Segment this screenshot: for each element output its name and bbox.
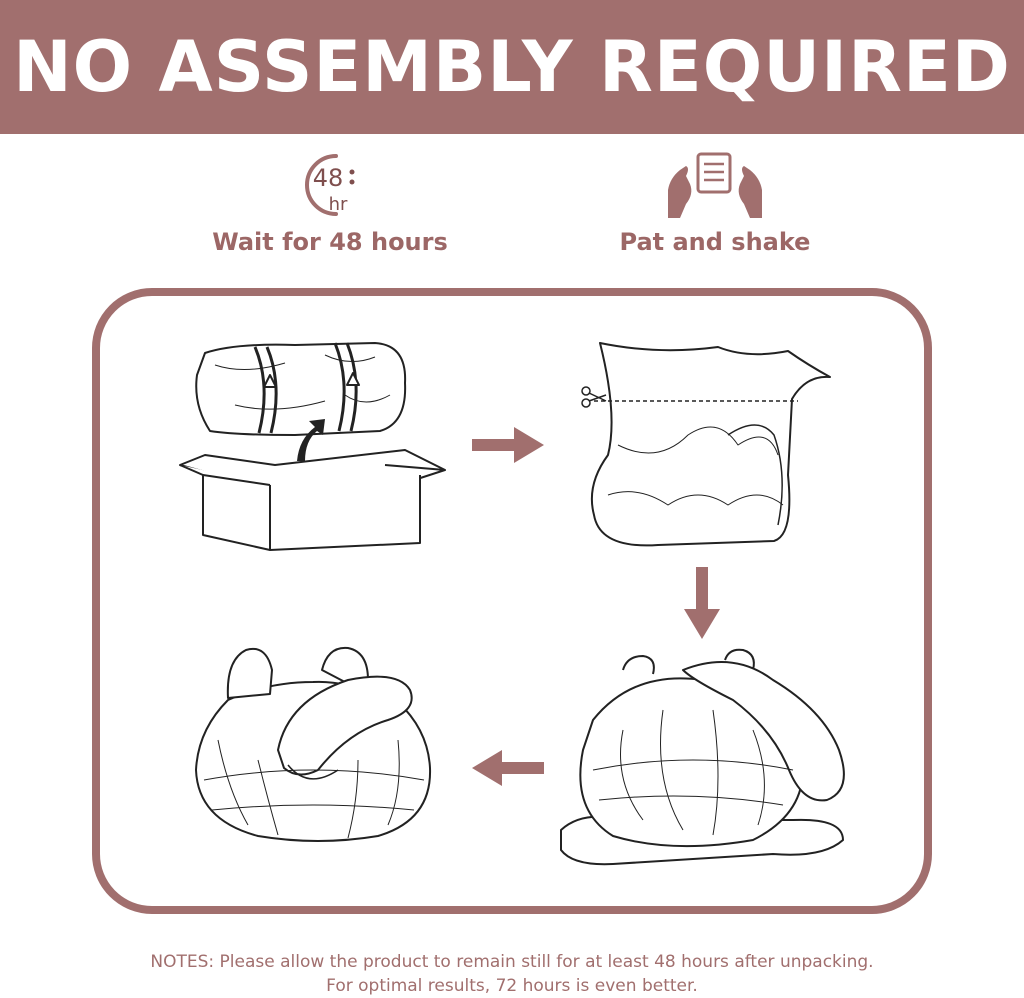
step-expanded-illustration — [195, 646, 432, 842]
arrow-down-icon — [684, 567, 720, 639]
feature-wait: 48 hr Wait for 48 hours — [170, 150, 490, 256]
clock-48hr-icon: 48 hr — [305, 154, 355, 216]
arrow-left-icon — [472, 750, 544, 786]
notes-line-2: For optimal results, 72 hours is even be… — [326, 976, 698, 996]
hands-pat-shake-icon — [668, 152, 762, 218]
notes-line-1: NOTES: Please allow the product to remai… — [150, 952, 874, 972]
feature-label-wait: Wait for 48 hours — [212, 228, 448, 256]
step-cut-illustration — [581, 342, 831, 547]
step-unbox-illustration — [179, 342, 446, 551]
scissors-icon — [581, 386, 607, 408]
notes: NOTES: Please allow the product to remai… — [0, 950, 1024, 998]
banner-title: NO ASSEMBLY REQUIRED — [13, 26, 1011, 108]
clock-unit: hr — [329, 194, 348, 215]
arrow-right-icon — [472, 427, 544, 463]
clock-number: 48 — [313, 164, 344, 192]
banner: NO ASSEMBLY REQUIRED — [0, 0, 1024, 134]
feature-pat: Pat and shake — [555, 150, 875, 256]
feature-label-pat: Pat and shake — [619, 228, 811, 256]
step-unfold-illustration — [560, 648, 845, 866]
